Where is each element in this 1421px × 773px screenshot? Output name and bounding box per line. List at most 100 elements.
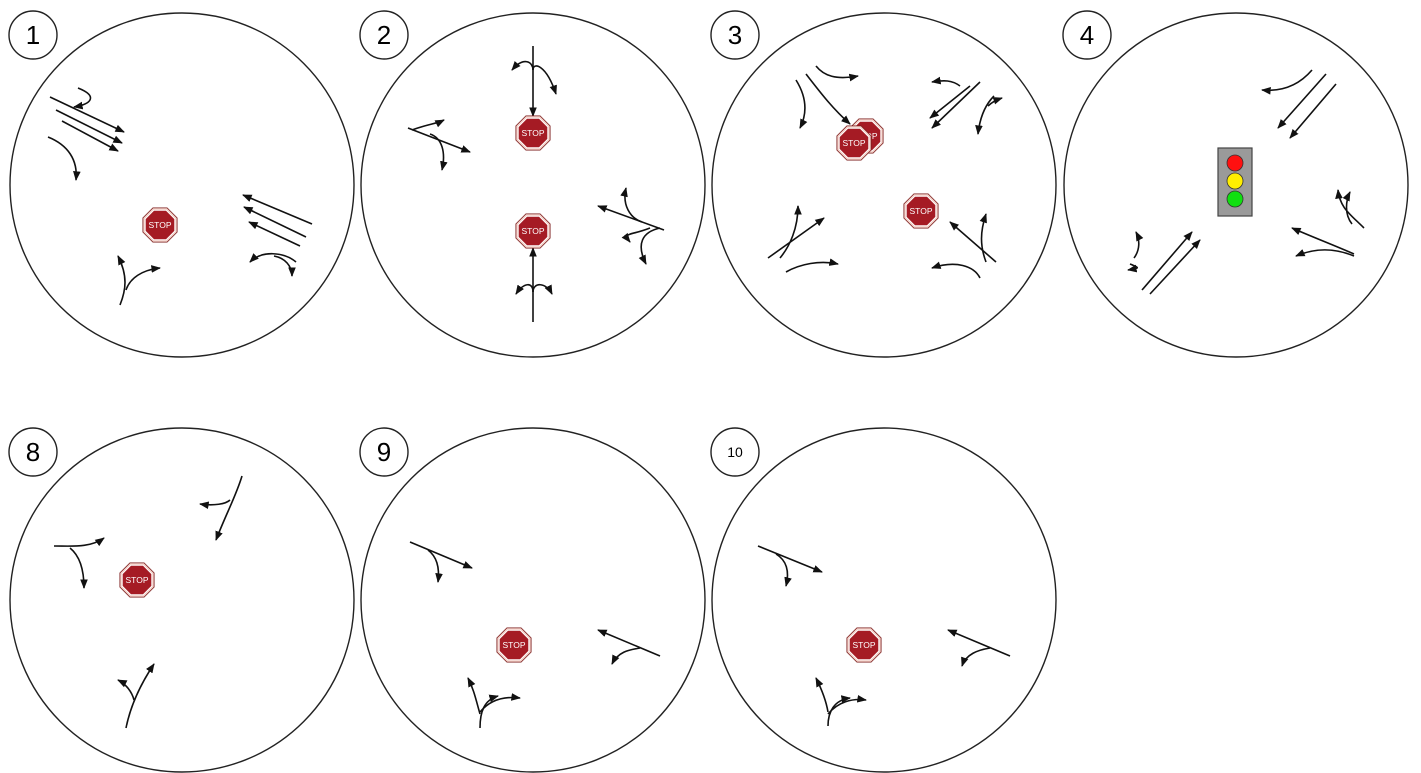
stop-sign-text: STOP: [503, 640, 526, 650]
stop-sign-icon: STOP: [496, 627, 532, 663]
diagram-number-badge: 10: [710, 427, 760, 477]
movement-arrow-icon: [1141, 231, 1193, 291]
movement-arrow-icon: [73, 87, 92, 110]
badge-circle: [8, 427, 58, 477]
signal-yellow-light: [1226, 172, 1244, 190]
movement-arrow-icon: [125, 265, 161, 291]
intersection-circle: [711, 427, 1057, 773]
movement-arrow-icon: [815, 65, 859, 82]
movement-arrow-icon: [532, 65, 557, 95]
movement-arrow-icon: [248, 221, 301, 247]
movement-arrow-icon: [55, 109, 123, 144]
movement-arrow-icon: [409, 541, 473, 569]
movement-arrow-icon: [117, 255, 126, 306]
movement-arrow-icon: [931, 81, 981, 129]
movement-arrow-icon: [827, 694, 867, 715]
stop-sign-text: STOP: [522, 128, 545, 138]
movement-arrow-icon: [929, 85, 971, 119]
stop-sign-text: STOP: [149, 220, 172, 230]
movement-arrow-icon: [1261, 69, 1313, 95]
movement-arrow-icon: [61, 120, 119, 152]
movement-arrow-icon: [638, 227, 661, 265]
intersection-circle: [9, 427, 355, 773]
movement-arrow-icon: [805, 73, 851, 125]
movement-arrow-icon: [961, 647, 991, 667]
diagram-number: 4: [1080, 20, 1094, 50]
movement-arrow-icon: [611, 647, 641, 665]
movement-arrow-icon: [947, 629, 1011, 657]
movement-arrow-icon: [1127, 263, 1139, 273]
movement-arrow-icon: [49, 96, 125, 133]
movement-arrow-icon: [1133, 231, 1144, 259]
diagram-number-badge: 3: [710, 10, 760, 60]
badge-circle: [359, 10, 409, 60]
movement-arrow-icon: [827, 695, 851, 727]
badge-circle: [1062, 10, 1112, 60]
movement-arrow-icon: [1289, 83, 1337, 139]
movement-arrow-icon: [620, 187, 643, 223]
diagram-number: 2: [377, 20, 391, 50]
movement-arrow-icon: [979, 213, 987, 263]
diagram-number: 9: [377, 437, 391, 467]
movement-arrow-icon: [53, 537, 105, 547]
movement-arrow-icon: [597, 205, 665, 231]
stop-sign-icon: STOP: [515, 115, 551, 151]
movement-arrow-icon: [1149, 239, 1201, 295]
diagram-number-badge: 2: [359, 10, 409, 60]
movement-arrow-icon: [249, 252, 297, 263]
movement-arrow-icon: [757, 545, 823, 573]
badge-circle: [710, 427, 760, 477]
movement-arrow-icon: [785, 258, 839, 273]
stop-sign-text: STOP: [522, 226, 545, 236]
intersection-circle: [360, 427, 706, 773]
stop-sign-text: STOP: [843, 138, 866, 148]
stop-sign-text: STOP: [853, 640, 876, 650]
signal-red-light: [1226, 154, 1244, 172]
intersection-diagram: 4: [1062, 10, 1409, 358]
diagram-number-badge: 4: [1062, 10, 1112, 60]
stop-sign-text: STOP: [910, 206, 933, 216]
signal-green-light: [1226, 190, 1244, 208]
movement-arrow-icon: [273, 255, 296, 277]
stop-sign-icon: STOP: [903, 193, 939, 229]
stop-sign-icon: STOP: [119, 562, 155, 598]
movement-arrow-icon: [931, 76, 961, 87]
movement-arrow-icon: [467, 677, 481, 715]
movement-arrow-icon: [429, 133, 448, 171]
movement-arrow-icon: [975, 95, 995, 135]
stop-sign-icon: STOP: [142, 207, 178, 243]
movement-arrow-icon: [125, 663, 155, 729]
stop-sign-text: STOP: [126, 575, 149, 585]
movement-arrow-icon: [1295, 249, 1355, 257]
traffic-light-icon: [1217, 147, 1253, 217]
diagram-number-badge: 1: [8, 10, 58, 60]
movement-arrow-icon: [532, 283, 553, 295]
movement-arrow-icon: [597, 629, 661, 657]
stop-sign-icon: STOP: [846, 627, 882, 663]
badge-circle: [8, 10, 58, 60]
badge-circle: [710, 10, 760, 60]
movement-arrow-icon: [243, 206, 307, 238]
movement-arrow-icon: [795, 79, 808, 129]
diagram-number-badge: 8: [8, 427, 58, 477]
movement-arrow-icon: [427, 549, 443, 583]
movement-arrow-icon: [1342, 191, 1353, 225]
intersection-diagram: 3STOPSTOPSTOP: [710, 10, 1057, 358]
movement-arrow-icon: [47, 136, 81, 181]
diagram-number: 10: [727, 444, 743, 460]
movement-arrow-icon: [987, 97, 1003, 107]
diagram-number: 3: [728, 20, 742, 50]
diagram-number: 1: [26, 20, 40, 50]
movement-arrow-icon: [1291, 227, 1355, 255]
movement-arrow-icon: [69, 547, 88, 589]
badge-circle: [359, 427, 409, 477]
movement-arrow-icon: [779, 205, 802, 259]
diagram-number: 8: [26, 437, 40, 467]
movement-arrow-icon: [1277, 73, 1327, 129]
